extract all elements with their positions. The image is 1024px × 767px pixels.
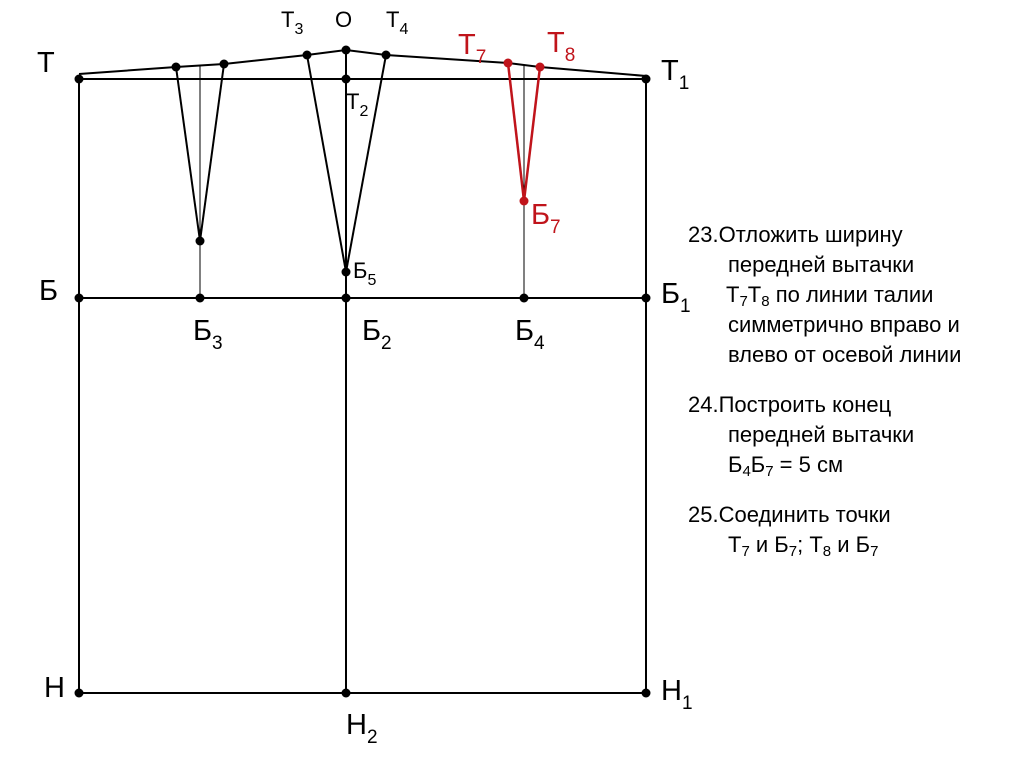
label-T7: Т7 [458,29,486,68]
point-labels: Т Т1 Т2 Т3 О Т4 Т7 Т8 Б7 Б5 Б Б1 Б3 Б2 Б… [37,7,693,748]
step-number: 23. [688,222,719,247]
step-formula: Т7Т8 по линии талии [726,282,934,310]
label-B: Б [39,275,58,307]
point-B4 [519,293,529,303]
point-left-dart-b [219,59,229,69]
point-T2 [341,74,351,84]
label-H2: Н2 [346,709,378,748]
dart-left-leg-a [175,66,201,242]
point-B7 [519,196,529,206]
label-H: Н [44,672,65,704]
point-H1 [641,688,651,698]
instruction-steps: 23.Отложить ширину передней вытачки Т7Т8… [688,220,1018,580]
point-B1 [641,293,651,303]
step-number: 25. [688,502,719,527]
points [74,45,651,698]
front-dart-red [506,62,542,202]
label-O: О [335,7,352,32]
step-text: передней вытачки [728,422,915,447]
label-B4: Б4 [515,315,545,354]
label-B2: Б2 [362,315,392,354]
point-T7 [503,58,513,68]
step-25: 25.Соединить точки Т7 и Б7; Т8 и Б7 [688,500,1018,560]
label-T2: Т2 [346,89,368,120]
dart-center-leg-b [345,54,387,273]
step-text: влево от осевой линии [728,342,962,367]
point-H2 [341,688,351,698]
point-B2 [341,293,351,303]
dart-center-leg-a [306,54,347,273]
step-text: Построить конец [718,392,892,417]
thin-axis-lines [199,65,525,298]
step-formula: Б4Б7 = 5 см [728,452,844,480]
dart-left-leg-b [199,63,225,242]
point-B5 [341,267,351,277]
point-O [341,45,351,55]
label-T8: Т8 [547,27,575,66]
point-left-dart-end [195,236,205,246]
label-B5: Б5 [353,258,376,289]
step-text: передней вытачки [728,252,915,277]
label-B1: Б1 [661,278,691,317]
point-left-dart-a [171,62,181,72]
step-formula: Т7 и Б7; Т8 и Б7 [728,532,879,560]
label-T4: Т4 [386,7,408,38]
point-T8 [535,62,545,72]
label-B7: Б7 [531,199,561,238]
label-T3: Т3 [281,7,303,38]
label-T1: Т1 [661,55,689,94]
step-24: 24.Построить конец передней вытачки Б4Б7… [688,390,1018,480]
step-23: 23.Отложить ширину передней вытачки Т7Т8… [688,220,1018,370]
step-text: Отложить ширину [718,222,903,247]
point-T4 [381,50,391,60]
label-B3: Б3 [193,315,223,354]
step-number: 24. [688,392,719,417]
point-B [74,293,84,303]
point-B3 [195,293,205,303]
point-T3 [302,50,312,60]
point-H [74,688,84,698]
construction-lines [78,48,647,694]
label-H1: Н1 [661,675,693,714]
step-text: Соединить точки [718,502,891,527]
dart-T8-B7 [522,66,542,202]
red-points [503,58,545,206]
point-T [74,74,84,84]
point-T1 [641,74,651,84]
dart-T7-B7 [506,62,526,202]
label-T: Т [37,47,55,79]
step-text: симметрично вправо и [728,312,960,337]
